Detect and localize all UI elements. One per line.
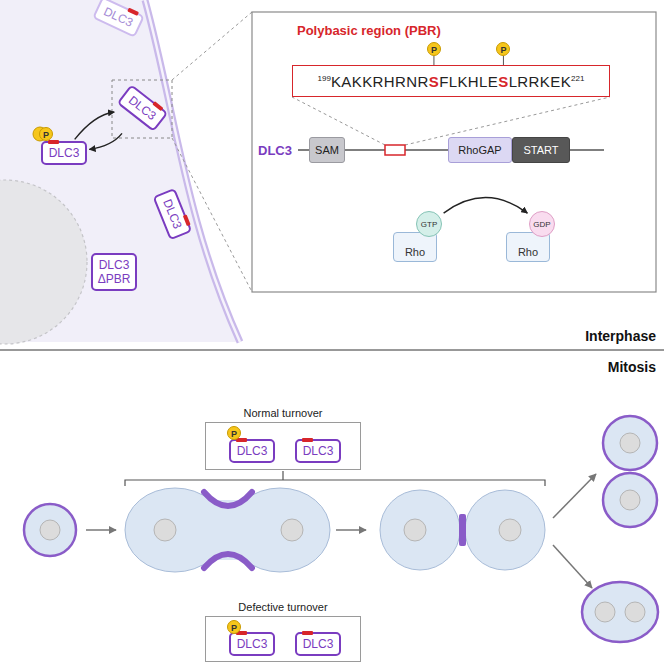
box-text: Rho — [405, 246, 425, 258]
cycle-arrow — [75, 112, 115, 139]
membrane-gap — [145, 0, 240, 342]
nucleus — [620, 433, 640, 453]
pbr-mark — [302, 438, 313, 442]
phosphate-label: P — [427, 42, 441, 56]
inset-frame — [252, 12, 656, 292]
protein-name: DLC3 — [258, 143, 292, 158]
phosphate-label: P — [496, 42, 510, 56]
daughter-cell — [380, 490, 460, 570]
region-title: Polybasic region (PBR) — [297, 23, 441, 38]
box-text: GTP — [421, 220, 437, 229]
box-text: SAM — [315, 144, 339, 156]
domain-box: SAM — [309, 137, 345, 163]
phosphate-label: P — [227, 620, 241, 634]
cycle-arrow — [89, 133, 122, 149]
box-text: DLC3 — [237, 637, 268, 651]
protein-box: DLC3 — [116, 84, 168, 132]
protein-box: DLC3 — [229, 632, 276, 656]
protein-box: DLC3 — [41, 141, 88, 165]
domain-box: START — [512, 137, 570, 163]
box-text: START — [523, 144, 558, 156]
divider — [0, 350, 664, 351]
zoom-line — [172, 12, 252, 80]
box-text: RhoGAP — [458, 144, 501, 156]
phosphate-label: P — [39, 127, 53, 141]
nucleus — [40, 520, 60, 540]
stage-arrow — [336, 529, 366, 531]
nucleus — [154, 519, 176, 541]
zoom-line — [172, 138, 252, 292]
box-text: GDP — [533, 220, 550, 229]
phase-label: Mitosis — [608, 359, 656, 375]
phase-label: Interphase — [585, 328, 656, 344]
outcome-arrow — [553, 474, 596, 518]
residue-number: 221 — [571, 74, 584, 83]
pbr-domain — [385, 145, 405, 155]
box-text: DLC3 — [237, 444, 268, 458]
nucleus — [281, 519, 303, 541]
box-text: DLC3 ΔPBR — [98, 258, 131, 286]
domain-box: RhoGAP — [448, 137, 512, 163]
residue-number: 199 — [318, 74, 331, 83]
sequence-box: Polybasic region (PBR)199KAKKRHRNRSFLKHL… — [292, 65, 610, 97]
box-text: DLC3 — [49, 146, 80, 160]
box-text: Rho — [518, 246, 538, 258]
residue-run: LRRKEK — [509, 73, 571, 90]
pbr-mark — [302, 631, 313, 635]
mitosis-cells — [24, 416, 658, 642]
box-text: DLC3 — [303, 637, 334, 651]
phosphate-stem — [433, 56, 434, 65]
nucleotide-circle: GDP — [529, 211, 555, 237]
dividing-cell — [205, 500, 250, 560]
plasma-membrane — [145, 0, 240, 342]
nucleotide-circle: GTP — [416, 211, 442, 237]
outcome-arrow — [553, 545, 592, 588]
stage-arrow — [86, 529, 116, 531]
protein-box: DLC3 — [152, 188, 192, 240]
phosphate-label: P — [227, 426, 241, 440]
sequence: 199KAKKRHRNRSFLKHLESLRRKEK221 — [318, 73, 585, 90]
residue-run: S — [429, 73, 439, 90]
daughter-cell — [603, 416, 657, 470]
box-title: Defective turnover — [206, 601, 360, 613]
residue-run: S — [498, 73, 508, 90]
binucleated-cell — [582, 582, 658, 642]
cleavage-furrow — [204, 492, 252, 506]
nucleus — [0, 180, 87, 344]
protein-box: DLC3 — [295, 632, 342, 656]
nucleus — [625, 602, 645, 622]
zoom-box — [112, 80, 172, 138]
gap-activity-arrow — [444, 198, 528, 214]
box-text: DLC3 — [126, 93, 159, 123]
box-text: DLC3 — [160, 197, 184, 231]
box-text: DLC3 — [303, 444, 334, 458]
nucleus — [620, 490, 640, 510]
daughter-cell — [603, 473, 657, 527]
protein-box: DLC3 ΔPBR — [91, 253, 138, 291]
cleavage-furrow — [204, 554, 252, 568]
residue-run: FLKHLE — [439, 73, 498, 90]
box-title: Normal turnover — [206, 407, 360, 419]
midbody — [459, 514, 466, 546]
nucleus — [595, 602, 615, 622]
protein-box: DLC3 — [92, 0, 144, 38]
pbr-mark — [48, 140, 59, 144]
nucleus — [404, 519, 426, 541]
daughter-cell — [465, 490, 545, 570]
bracket — [125, 471, 545, 486]
protein-box: DLC3 — [229, 439, 276, 463]
residue-run: KAKKRHRNR — [331, 73, 429, 90]
cell — [24, 504, 76, 556]
phosphate-stem — [503, 56, 504, 65]
protein-box: DLC3 — [295, 439, 342, 463]
nucleus — [499, 519, 521, 541]
